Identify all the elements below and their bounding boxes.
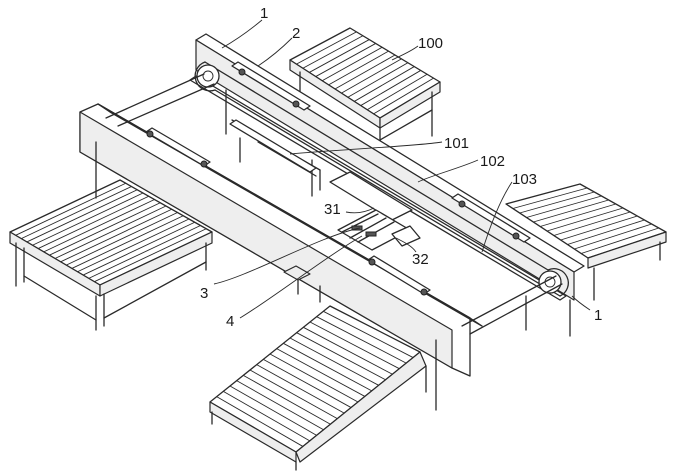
roller xyxy=(574,223,652,250)
roller xyxy=(533,199,609,223)
roller xyxy=(269,353,359,403)
roller xyxy=(309,39,370,73)
roller xyxy=(366,73,428,111)
roller xyxy=(276,348,366,397)
roller xyxy=(560,215,638,241)
roller xyxy=(540,203,616,227)
roller xyxy=(21,186,132,240)
label-2: 2 xyxy=(292,25,300,42)
roller xyxy=(296,332,386,381)
roller xyxy=(71,215,184,269)
roller xyxy=(315,43,376,77)
roller xyxy=(553,211,631,236)
roller xyxy=(43,199,155,253)
roller xyxy=(15,182,126,236)
roller xyxy=(249,369,338,420)
roller xyxy=(519,191,595,214)
roller xyxy=(216,396,304,447)
roller xyxy=(360,70,421,106)
roller xyxy=(94,228,207,283)
roller xyxy=(323,310,414,358)
roller-group-bottom xyxy=(216,310,414,447)
label-101: 101 xyxy=(444,135,469,152)
roller xyxy=(77,218,190,273)
roller xyxy=(229,385,317,436)
roller xyxy=(263,358,352,408)
label-32: 32 xyxy=(412,251,429,268)
roller xyxy=(321,46,383,82)
roller xyxy=(88,225,201,279)
roller xyxy=(283,342,372,392)
label-3: 3 xyxy=(200,285,208,302)
roller xyxy=(223,390,311,442)
roller xyxy=(256,364,345,414)
roller xyxy=(581,227,659,254)
roller xyxy=(302,35,364,69)
roller xyxy=(49,202,161,256)
back-frame xyxy=(189,33,585,337)
label-100: 100 xyxy=(418,35,443,52)
roller-group-left xyxy=(15,182,207,283)
roller xyxy=(303,326,393,375)
label-103: 103 xyxy=(512,171,537,188)
roller-group-right xyxy=(512,187,659,254)
roller xyxy=(526,195,602,218)
roller xyxy=(289,337,379,386)
roller xyxy=(546,207,624,232)
roller xyxy=(328,50,389,86)
roller-table-100 xyxy=(289,27,441,151)
roller xyxy=(296,31,357,65)
label-4: 4 xyxy=(226,313,234,330)
roller xyxy=(341,58,402,94)
roller xyxy=(37,195,149,249)
label-31: 31 xyxy=(324,201,341,218)
roller xyxy=(66,212,178,266)
label-1-top: 1 xyxy=(260,5,268,22)
roller xyxy=(26,189,138,243)
label-1-right: 1 xyxy=(594,307,602,324)
roller-table-left xyxy=(9,179,213,331)
roller xyxy=(309,321,400,370)
front-plate xyxy=(79,73,563,411)
roller-table-bottom xyxy=(209,305,427,471)
roller xyxy=(236,380,324,431)
roller xyxy=(32,192,144,246)
roller-group-100 xyxy=(296,31,434,115)
roller xyxy=(243,374,331,425)
roller xyxy=(316,316,407,364)
roller xyxy=(567,219,645,245)
roller xyxy=(373,77,434,115)
roller xyxy=(54,205,167,259)
label-102: 102 xyxy=(480,153,505,170)
roller xyxy=(60,208,172,263)
leader-lines xyxy=(213,19,591,319)
roller xyxy=(512,187,588,209)
roller-table-right xyxy=(505,183,667,301)
roller xyxy=(354,66,415,102)
roller xyxy=(334,54,396,90)
roller xyxy=(82,221,195,276)
roller xyxy=(347,62,409,98)
